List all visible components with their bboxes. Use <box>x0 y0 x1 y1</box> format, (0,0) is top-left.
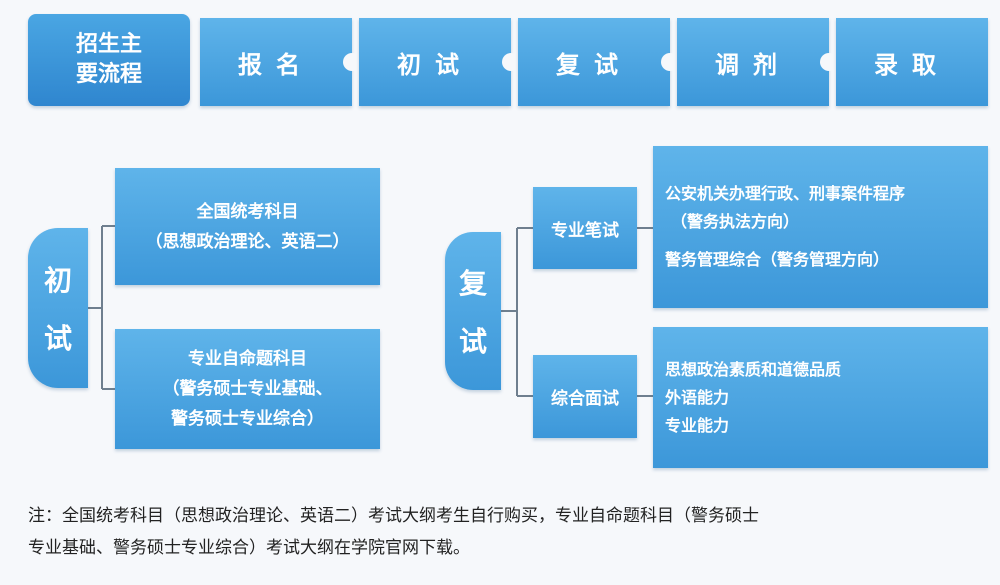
footnote: 注：全国统考科目（思想政治理论、英语二）考试大纲考生自行购买，专业自命题科目（警… <box>28 500 983 564</box>
step-preliminary-exam: 初试 <box>359 18 520 106</box>
national-exam-subjects-box: 全国统考科目 （思想政治理论、英语二） <box>115 168 380 285</box>
written-test-content-box: 公安机关办理行政、刑事案件程序 （警务执法方向） 警务管理综合（警务管理方向） <box>653 146 988 308</box>
branch-name: 综合面试 <box>551 389 619 409</box>
preliminary-exam-label: 初 试 <box>28 228 88 388</box>
box-line: （警务硕士专业基础、 <box>162 379 333 399</box>
box-line: 警务硕士专业综合） <box>171 409 324 429</box>
step-label: 报名 <box>238 50 314 79</box>
detail-line: 思想政治素质和道德品质 <box>665 359 842 379</box>
detail-line: 专业能力 <box>665 415 730 435</box>
detail-line: 警务管理综合（警务管理方向） <box>665 250 890 269</box>
puzzle-notch <box>343 53 361 71</box>
branch-name: 专业笔试 <box>551 220 619 241</box>
footnote-line-1: 注：全国统考科目（思想政治理论、英语二）考试大纲考生自行购买，专业自命题科目（警… <box>28 506 759 526</box>
written-test-box: 专业笔试 <box>533 187 637 269</box>
interview-content-box: 思想政治素质和道德品质 外语能力 专业能力 <box>653 327 988 468</box>
box-line: （思想政治理论、英语二） <box>145 231 350 252</box>
step-reexamination: 复试 <box>518 18 679 106</box>
label-char: 复 <box>458 267 487 300</box>
step-admission: 录取 <box>836 18 988 106</box>
detail-line: 外语能力 <box>665 387 730 407</box>
process-title-line-1: 招生主 <box>75 32 142 57</box>
reexamination-label: 复 试 <box>445 232 501 390</box>
interview-box: 综合面试 <box>533 355 637 438</box>
box-line: 全国统考科目 <box>196 201 299 222</box>
box-line: 专业自命题科目 <box>188 349 307 369</box>
step-label: 初试 <box>397 50 473 79</box>
puzzle-notch <box>820 53 838 71</box>
step-label: 复试 <box>556 50 632 79</box>
label-char: 试 <box>458 325 487 358</box>
detail-line: 公安机关办理行政、刑事案件程序 <box>665 184 906 203</box>
footnote-line-2: 专业基础、警务硕士专业综合）考试大纲在学院官网下载。 <box>28 538 470 558</box>
puzzle-notch <box>661 53 679 71</box>
label-char: 初 <box>43 264 72 297</box>
step-label: 录取 <box>874 50 950 79</box>
self-set-subjects-box: 专业自命题科目 （警务硕士专业基础、 警务硕士专业综合） <box>115 329 380 449</box>
label-char: 试 <box>43 322 72 355</box>
puzzle-notch <box>502 53 520 71</box>
step-adjustment: 调剂 <box>677 18 838 106</box>
step-label: 调剂 <box>715 50 791 79</box>
process-title: 招生主 要流程 <box>28 14 190 106</box>
detail-line: （警务执法方向） <box>671 212 800 231</box>
process-title-line-2: 要流程 <box>75 62 142 87</box>
step-registration: 报名 <box>200 18 361 106</box>
